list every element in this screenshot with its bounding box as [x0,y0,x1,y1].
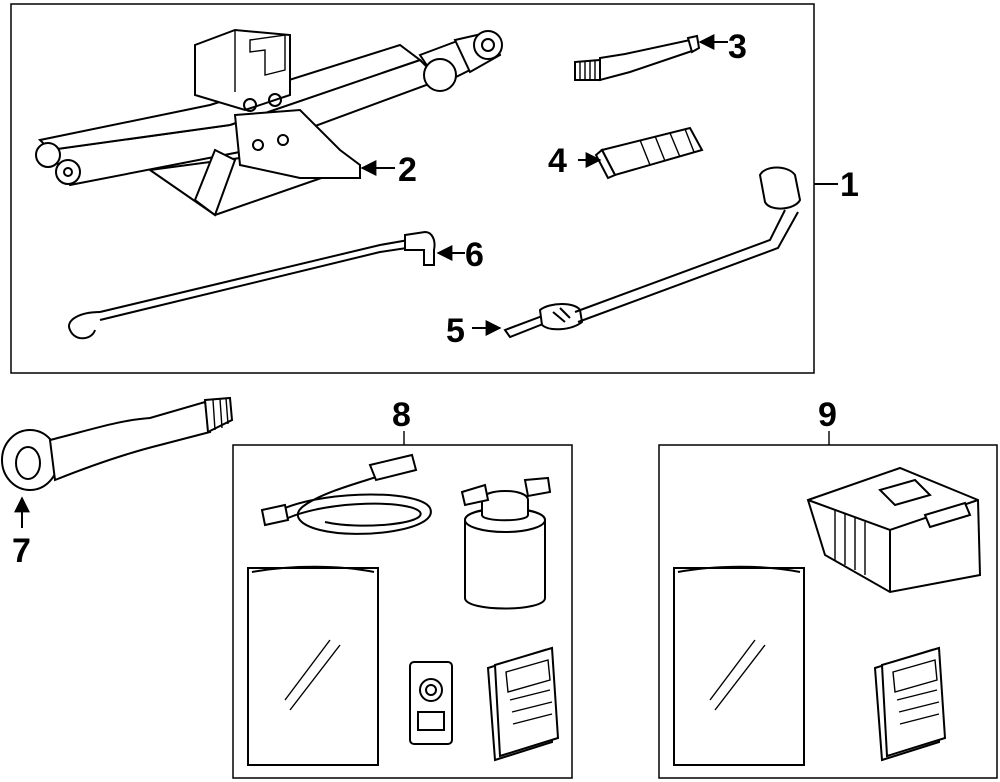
extension-bar[interactable] [574,34,701,82]
lug-wrench[interactable] [503,166,802,339]
sealant-canister[interactable] [460,476,552,610]
repair-kit-box [232,444,573,779]
jack-kit-box [10,3,815,374]
callout-3: 3 [728,28,747,66]
callout-8: 8 [392,396,411,434]
air-compressor[interactable] [806,466,982,594]
callout-5: 5 [446,312,465,350]
jack-handle[interactable] [68,230,436,340]
callout-6: 6 [465,236,484,274]
callout-2: 2 [398,151,417,189]
manual-booklet-2 [873,646,947,762]
scissor-jack[interactable] [35,28,503,217]
pressure-gauge [409,661,453,745]
tow-hook[interactable] [1,396,234,491]
callout-9: 9 [818,396,837,434]
callout-1: 1 [840,166,859,204]
manual-booklet [486,646,560,762]
instruction-sheet-2 [673,565,805,766]
socket-adapter[interactable] [594,126,704,180]
inflator-hose[interactable] [260,453,432,535]
callout-7: 7 [12,532,31,570]
callout-4: 4 [548,142,567,180]
instruction-sheet [247,565,379,766]
compressor-kit-box [658,444,998,779]
